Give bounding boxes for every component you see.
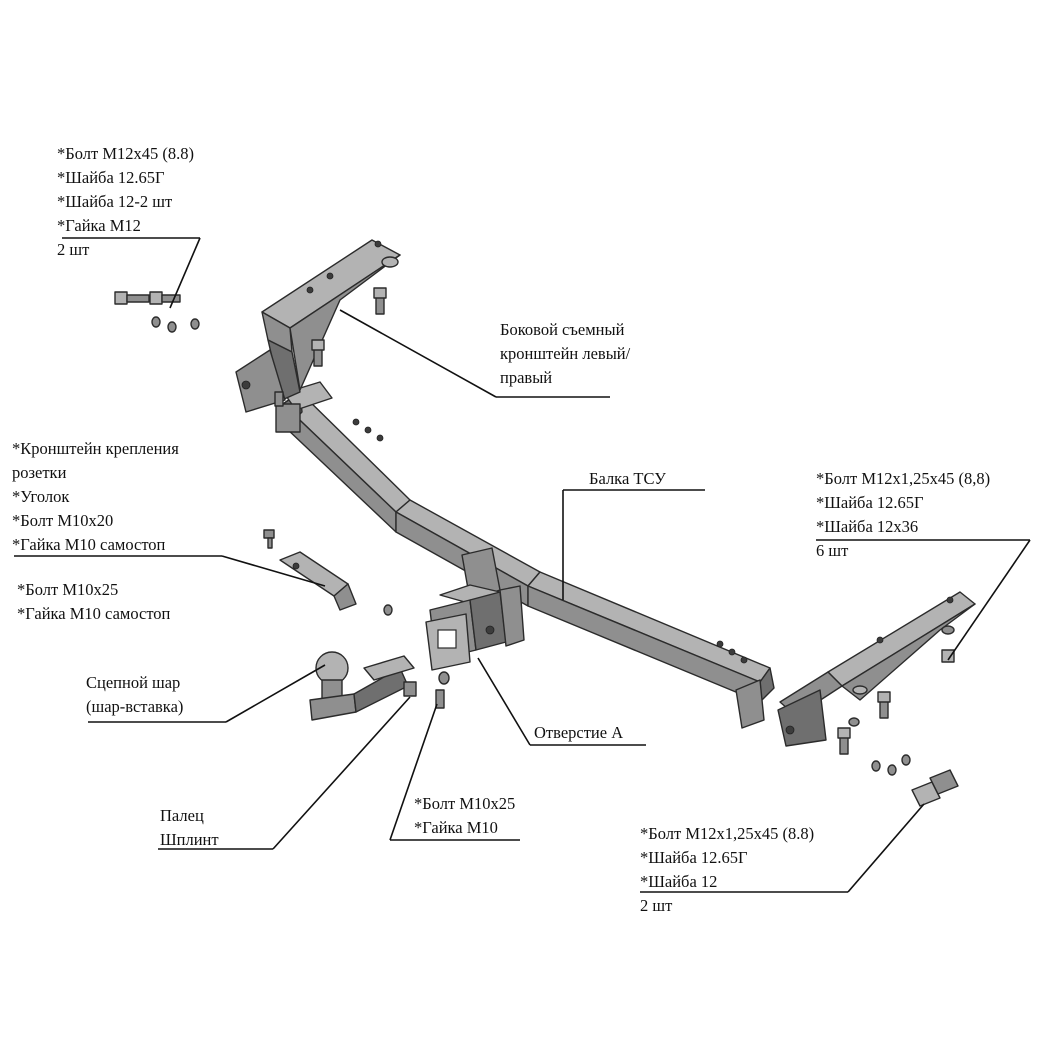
callout-line: кронштейн левый/ [500,344,631,363]
callout-line: *Гайка М10 самостоп [17,604,171,623]
callout-line: Балка ТСУ [589,469,666,488]
callout-bolt-m10x25-nut: *Болт М10х25 *Гайка М10 [414,792,515,840]
callout-line: *Болт М10х25 [17,580,119,599]
socket-bracket [263,529,357,611]
right-side-bracket [777,591,976,747]
callout-line: *Шайба 12-2 шт [57,192,173,211]
tow-ball [309,651,417,721]
fasteners-center [383,604,450,709]
callout-line: *Болт М12х45 (8.8) [57,144,194,163]
fasteners-top-left [114,291,200,333]
callout-line: *Гайка М12 [57,216,141,235]
callout-right-fasteners-2: *Болт М12х1,25х45 (8.8) *Шайба 12.65Г *Ш… [640,822,814,918]
callout-tow-ball: Сцепной шар (шар-вставка) [86,671,183,719]
callout-line: *Болт М12х1,25х45 (8,8) [816,469,991,488]
callout-line: *Гайка М10 [414,818,498,837]
callout-pin: Палец Шплинт [160,804,219,852]
fasteners-right [837,625,959,807]
left-side-bracket [235,239,401,413]
callout-line: *Шайба 12 [640,872,718,891]
callout-line: (шар-вставка) [86,697,184,716]
callout-line: *Шайба 12.65Г [816,493,924,512]
callout-socket-bracket: *Кронштейн крепления розетки *Уголок *Бо… [12,437,179,557]
callout-side-bracket: Боковой съемный кронштейн левый/ правый [500,318,630,390]
receiver-mount [425,547,525,671]
callout-quantity: 2 шт [640,896,673,915]
callout-beam: Балка ТСУ [589,467,666,491]
callout-line: *Шайба 12.65Г [57,168,165,187]
callout-bolt-m10x25-self: *Болт М10х25 *Гайка М10 самостоп [17,578,170,626]
callout-line: *Уголок [12,487,70,506]
callout-line: розетки [12,463,67,482]
callout-line: *Болт М10х20 [12,511,114,530]
callout-top-left-fasteners: *Болт М12х45 (8.8) *Шайба 12.65Г *Шайба … [57,142,194,262]
callout-line: Шплинт [160,830,219,849]
callout-line: *Кронштейн крепления [12,439,179,458]
callout-hole-a: Отверстие А [534,721,623,745]
callout-line: *Болт М10х25 [414,794,516,813]
callout-line: правый [500,368,553,387]
callout-line: *Болт М12х1,25х45 (8.8) [640,824,815,843]
callout-line: Палец [160,806,204,825]
callout-line: Отверстие А [534,723,624,742]
callout-line: *Гайка М10 самостоп [12,535,166,554]
callout-line: Боковой съемный [500,320,625,339]
callout-right-fasteners-6: *Болт М12х1,25х45 (8,8) *Шайба 12.65Г *Ш… [816,467,990,563]
callout-quantity: 6 шт [816,541,849,560]
callout-quantity: 2 шт [57,240,90,259]
leader-lines [14,237,1031,893]
fasteners-left-bracket [274,256,399,407]
callout-line: Сцепной шар [86,673,181,692]
callout-line: *Шайба 12.65Г [640,848,748,867]
tow-beam [275,381,775,729]
callout-line: *Шайба 12х36 [816,517,919,536]
